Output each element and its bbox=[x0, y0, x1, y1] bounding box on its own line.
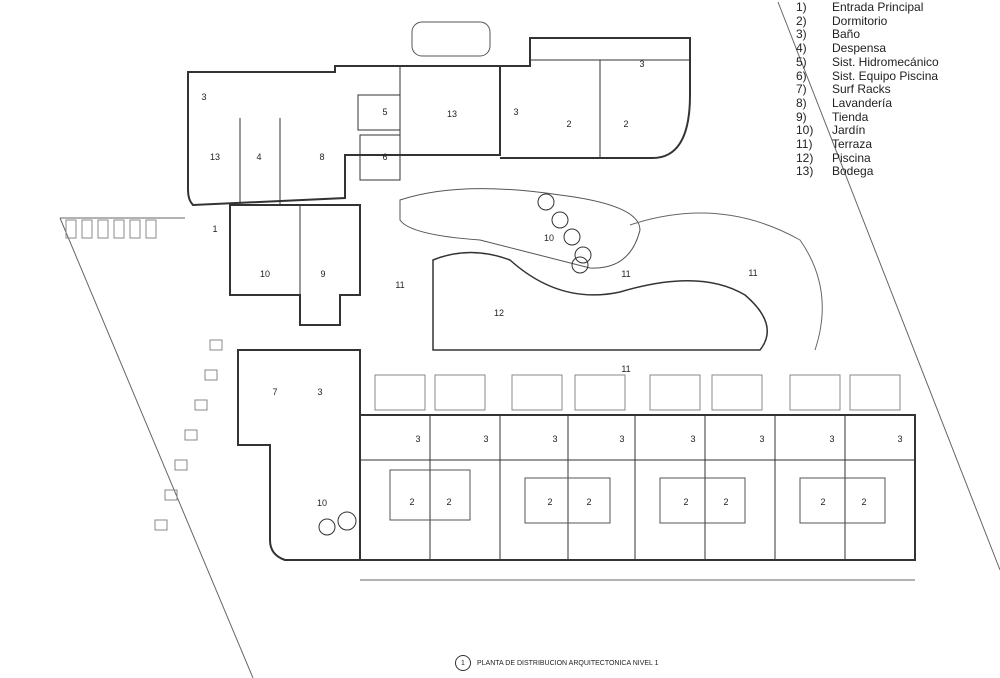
room-label-3k: 3 bbox=[829, 434, 834, 444]
room-label-3g: 3 bbox=[552, 434, 557, 444]
legend-label: Bodega bbox=[832, 164, 874, 179]
room-label-11a: 11 bbox=[395, 280, 404, 290]
beds bbox=[389, 469, 886, 524]
room-label-7: 7 bbox=[272, 387, 277, 397]
deck-chairs bbox=[374, 374, 901, 411]
legend-number: 8) bbox=[796, 95, 807, 110]
room-label-3d: 3 bbox=[317, 387, 322, 397]
room-label-2i: 2 bbox=[820, 497, 825, 507]
legend-number: 9) bbox=[796, 109, 807, 124]
drawing-caption: 1 PLANTA DE DISTRIBUCION ARQUITECTONICA … bbox=[455, 655, 659, 671]
room-label-6: 6 bbox=[382, 152, 387, 162]
legend-number: 6) bbox=[796, 68, 807, 83]
caption-number: 1 bbox=[455, 655, 471, 671]
tree-icons bbox=[318, 193, 592, 536]
legend-number: 11) bbox=[796, 137, 813, 152]
room-label-2d: 2 bbox=[446, 497, 451, 507]
legend-item: 4) Despensa bbox=[796, 41, 939, 56]
legend-item: 7) Surf Racks bbox=[796, 83, 939, 97]
legend-item: 8) Lavandería bbox=[796, 95, 939, 111]
legend-label: Jardín bbox=[832, 123, 866, 138]
room-label-10: 10 bbox=[260, 269, 270, 279]
legend-item: 1) Entrada Principal bbox=[796, 0, 939, 15]
room-label-2b: 2 bbox=[623, 119, 628, 129]
legend-number: 4) bbox=[796, 41, 807, 56]
room-label-2j: 2 bbox=[861, 497, 866, 507]
legend-number: 5) bbox=[796, 54, 807, 69]
room-label-10c: 10 bbox=[317, 498, 327, 508]
room-label-3e: 3 bbox=[415, 434, 420, 444]
guest-rooms-row bbox=[359, 414, 916, 561]
legend-item: 13) Bodega bbox=[796, 165, 939, 179]
main-house-wall bbox=[187, 65, 501, 207]
room-label-5: 5 bbox=[382, 107, 387, 117]
room-label-11c: 11 bbox=[748, 268, 757, 278]
legend-label: Baño bbox=[832, 27, 861, 42]
room-label-2g: 2 bbox=[683, 497, 688, 507]
room-label-3i: 3 bbox=[690, 434, 695, 444]
room-label-12: 12 bbox=[494, 308, 504, 318]
legend-label: Entrada Principal bbox=[832, 0, 924, 14]
room-label-9: 9 bbox=[320, 269, 325, 279]
legend-label: Tienda bbox=[832, 109, 869, 124]
room-label-13b: 13 bbox=[447, 109, 457, 119]
pool-outline bbox=[432, 251, 768, 351]
legend-label: Dormitorio bbox=[832, 13, 888, 28]
legend-label: Terraza bbox=[832, 137, 873, 152]
room-label-13: 13 bbox=[210, 152, 220, 162]
legend-label: Piscina bbox=[832, 150, 871, 165]
upper-bedroom-block bbox=[500, 37, 691, 160]
shop-block bbox=[229, 204, 361, 326]
legend-label: Lavandería bbox=[832, 95, 893, 110]
room-label-4: 4 bbox=[256, 152, 261, 162]
room-label-3b: 3 bbox=[513, 107, 518, 117]
legend-item: 11) Terraza bbox=[796, 137, 939, 152]
legend-number: 2) bbox=[796, 13, 807, 28]
room-label-11d: 11 bbox=[621, 364, 630, 374]
legend-item: 3) Baño bbox=[796, 28, 939, 42]
stepping-stones bbox=[65, 219, 223, 531]
legend-number: 1) bbox=[796, 0, 807, 14]
legend-item: 6) Sist. Equipo Piscina bbox=[796, 68, 939, 84]
terrace-curve bbox=[629, 212, 823, 351]
legend-item: 5) Sist. Hidromecánico bbox=[796, 54, 939, 70]
room-label-3j: 3 bbox=[759, 434, 764, 444]
caption-title: PLANTA DE DISTRIBUCION ARQUITECTONICA NI… bbox=[477, 659, 659, 667]
legend-label: Sist. Equipo Piscina bbox=[832, 68, 939, 83]
room-label-11b: 11 bbox=[621, 269, 630, 279]
guest-room-dividers bbox=[360, 415, 915, 560]
room-label-2e: 2 bbox=[547, 497, 552, 507]
room-label-1: 1 bbox=[212, 224, 217, 234]
surf-rack-block bbox=[237, 349, 361, 561]
garden-curve bbox=[399, 188, 641, 269]
legend-label: Surf Racks bbox=[832, 82, 891, 97]
room-label-2c: 2 bbox=[409, 497, 414, 507]
room-label-3: 3 bbox=[201, 92, 206, 102]
room-label-2f: 2 bbox=[586, 497, 591, 507]
legend-number: 7) bbox=[796, 82, 807, 97]
legend-number: 3) bbox=[796, 27, 807, 42]
legend-item: 10) Jardín bbox=[796, 124, 939, 138]
legend-label: Sist. Hidromecánico bbox=[832, 54, 939, 69]
car-icon bbox=[411, 21, 491, 57]
legend-item: 9) Tienda bbox=[796, 109, 939, 125]
site-boundary bbox=[59, 1, 1000, 678]
legend-number: 13) bbox=[796, 164, 814, 179]
room-label-3c: 3 bbox=[639, 59, 644, 69]
legend-label: Despensa bbox=[832, 41, 887, 56]
room-label-3f: 3 bbox=[483, 434, 488, 444]
room-label-8: 8 bbox=[319, 152, 324, 162]
room-label-3h: 3 bbox=[619, 434, 624, 444]
room-label-10b: 10 bbox=[544, 233, 554, 243]
legend: 1) Entrada Principal 2) Dormitorio 3) Baño 4) D… bbox=[796, 0, 939, 179]
room-label-3l: 3 bbox=[897, 434, 902, 444]
room-label-2a: 2 bbox=[566, 119, 571, 129]
room-label-2h: 2 bbox=[723, 497, 728, 507]
legend-item: 12) Piscina bbox=[796, 150, 939, 166]
legend-item: 2) Dormitorio bbox=[796, 13, 939, 29]
legend-number: 12) bbox=[796, 150, 814, 165]
legend-number: 10) bbox=[796, 123, 814, 138]
